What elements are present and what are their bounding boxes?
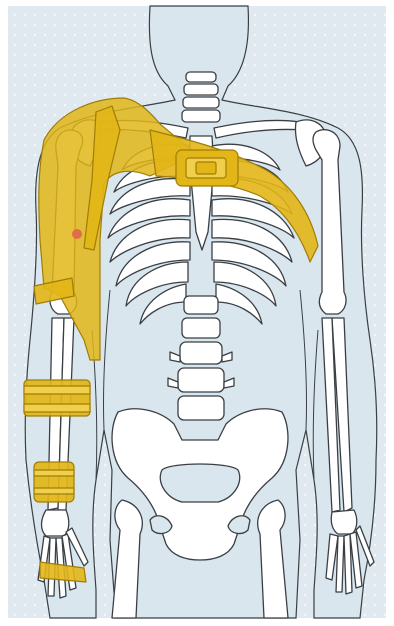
joint-marker — [72, 229, 82, 239]
cervical-vertebrae — [182, 72, 220, 122]
wrist-cuff — [34, 462, 74, 502]
strap-buckle — [176, 150, 238, 186]
forearm-cuff — [24, 380, 90, 416]
pelvic-inlet — [160, 464, 240, 502]
